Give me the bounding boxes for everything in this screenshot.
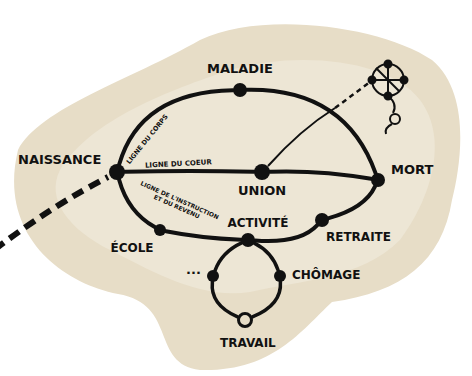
line-label: LIGNE DE L'INSTRUCTION ET DU REVENU [135, 180, 221, 228]
life-event-dot: NAISSANCE [109, 164, 125, 180]
life-line [252, 282, 280, 317]
life-event-dot: MORT [371, 173, 385, 187]
life-line [166, 231, 241, 240]
event-label: MORT [391, 163, 433, 178]
life-event-dot: ACTIVITÉ [241, 233, 255, 247]
life-line [329, 186, 375, 218]
life-line [270, 171, 371, 178]
line-label: LIGNE DU COEUR [144, 158, 211, 170]
life-line [215, 243, 242, 270]
life-event-dot: ÉCOLE [154, 224, 166, 236]
event-label: RETRAITE [326, 231, 391, 245]
event-label: ... [186, 263, 201, 278]
lineage-dashed-line [0, 177, 108, 250]
paper-blob [14, 24, 460, 370]
event-label: CHÔMAGE [292, 269, 360, 283]
event-label: TRAVAIL [220, 337, 276, 351]
event-label: NAISSANCE [18, 153, 101, 168]
life-event-dot: MALADIE [233, 83, 247, 97]
paper-patch [56, 60, 435, 293]
link-line [268, 108, 335, 166]
life-line [212, 282, 237, 317]
small-network [369, 61, 408, 135]
link-dashed-line [335, 82, 370, 108]
life-line [254, 243, 278, 270]
event-label: ACTIVITÉ [228, 217, 289, 231]
life-event-dot: ... [207, 270, 219, 282]
event-label: ÉCOLE [111, 242, 154, 256]
line-label: LIGNE DU CORPS [126, 113, 171, 166]
life-event-dot: UNION [254, 164, 270, 180]
life-event-dot: CHÔMAGE [274, 270, 286, 282]
life-event-dot: RETRAITE [315, 213, 329, 227]
life-line [247, 90, 376, 174]
loop-ring: TRAVAIL [237, 312, 253, 328]
event-label: MALADIE [207, 62, 273, 77]
event-label: UNION [238, 184, 286, 199]
